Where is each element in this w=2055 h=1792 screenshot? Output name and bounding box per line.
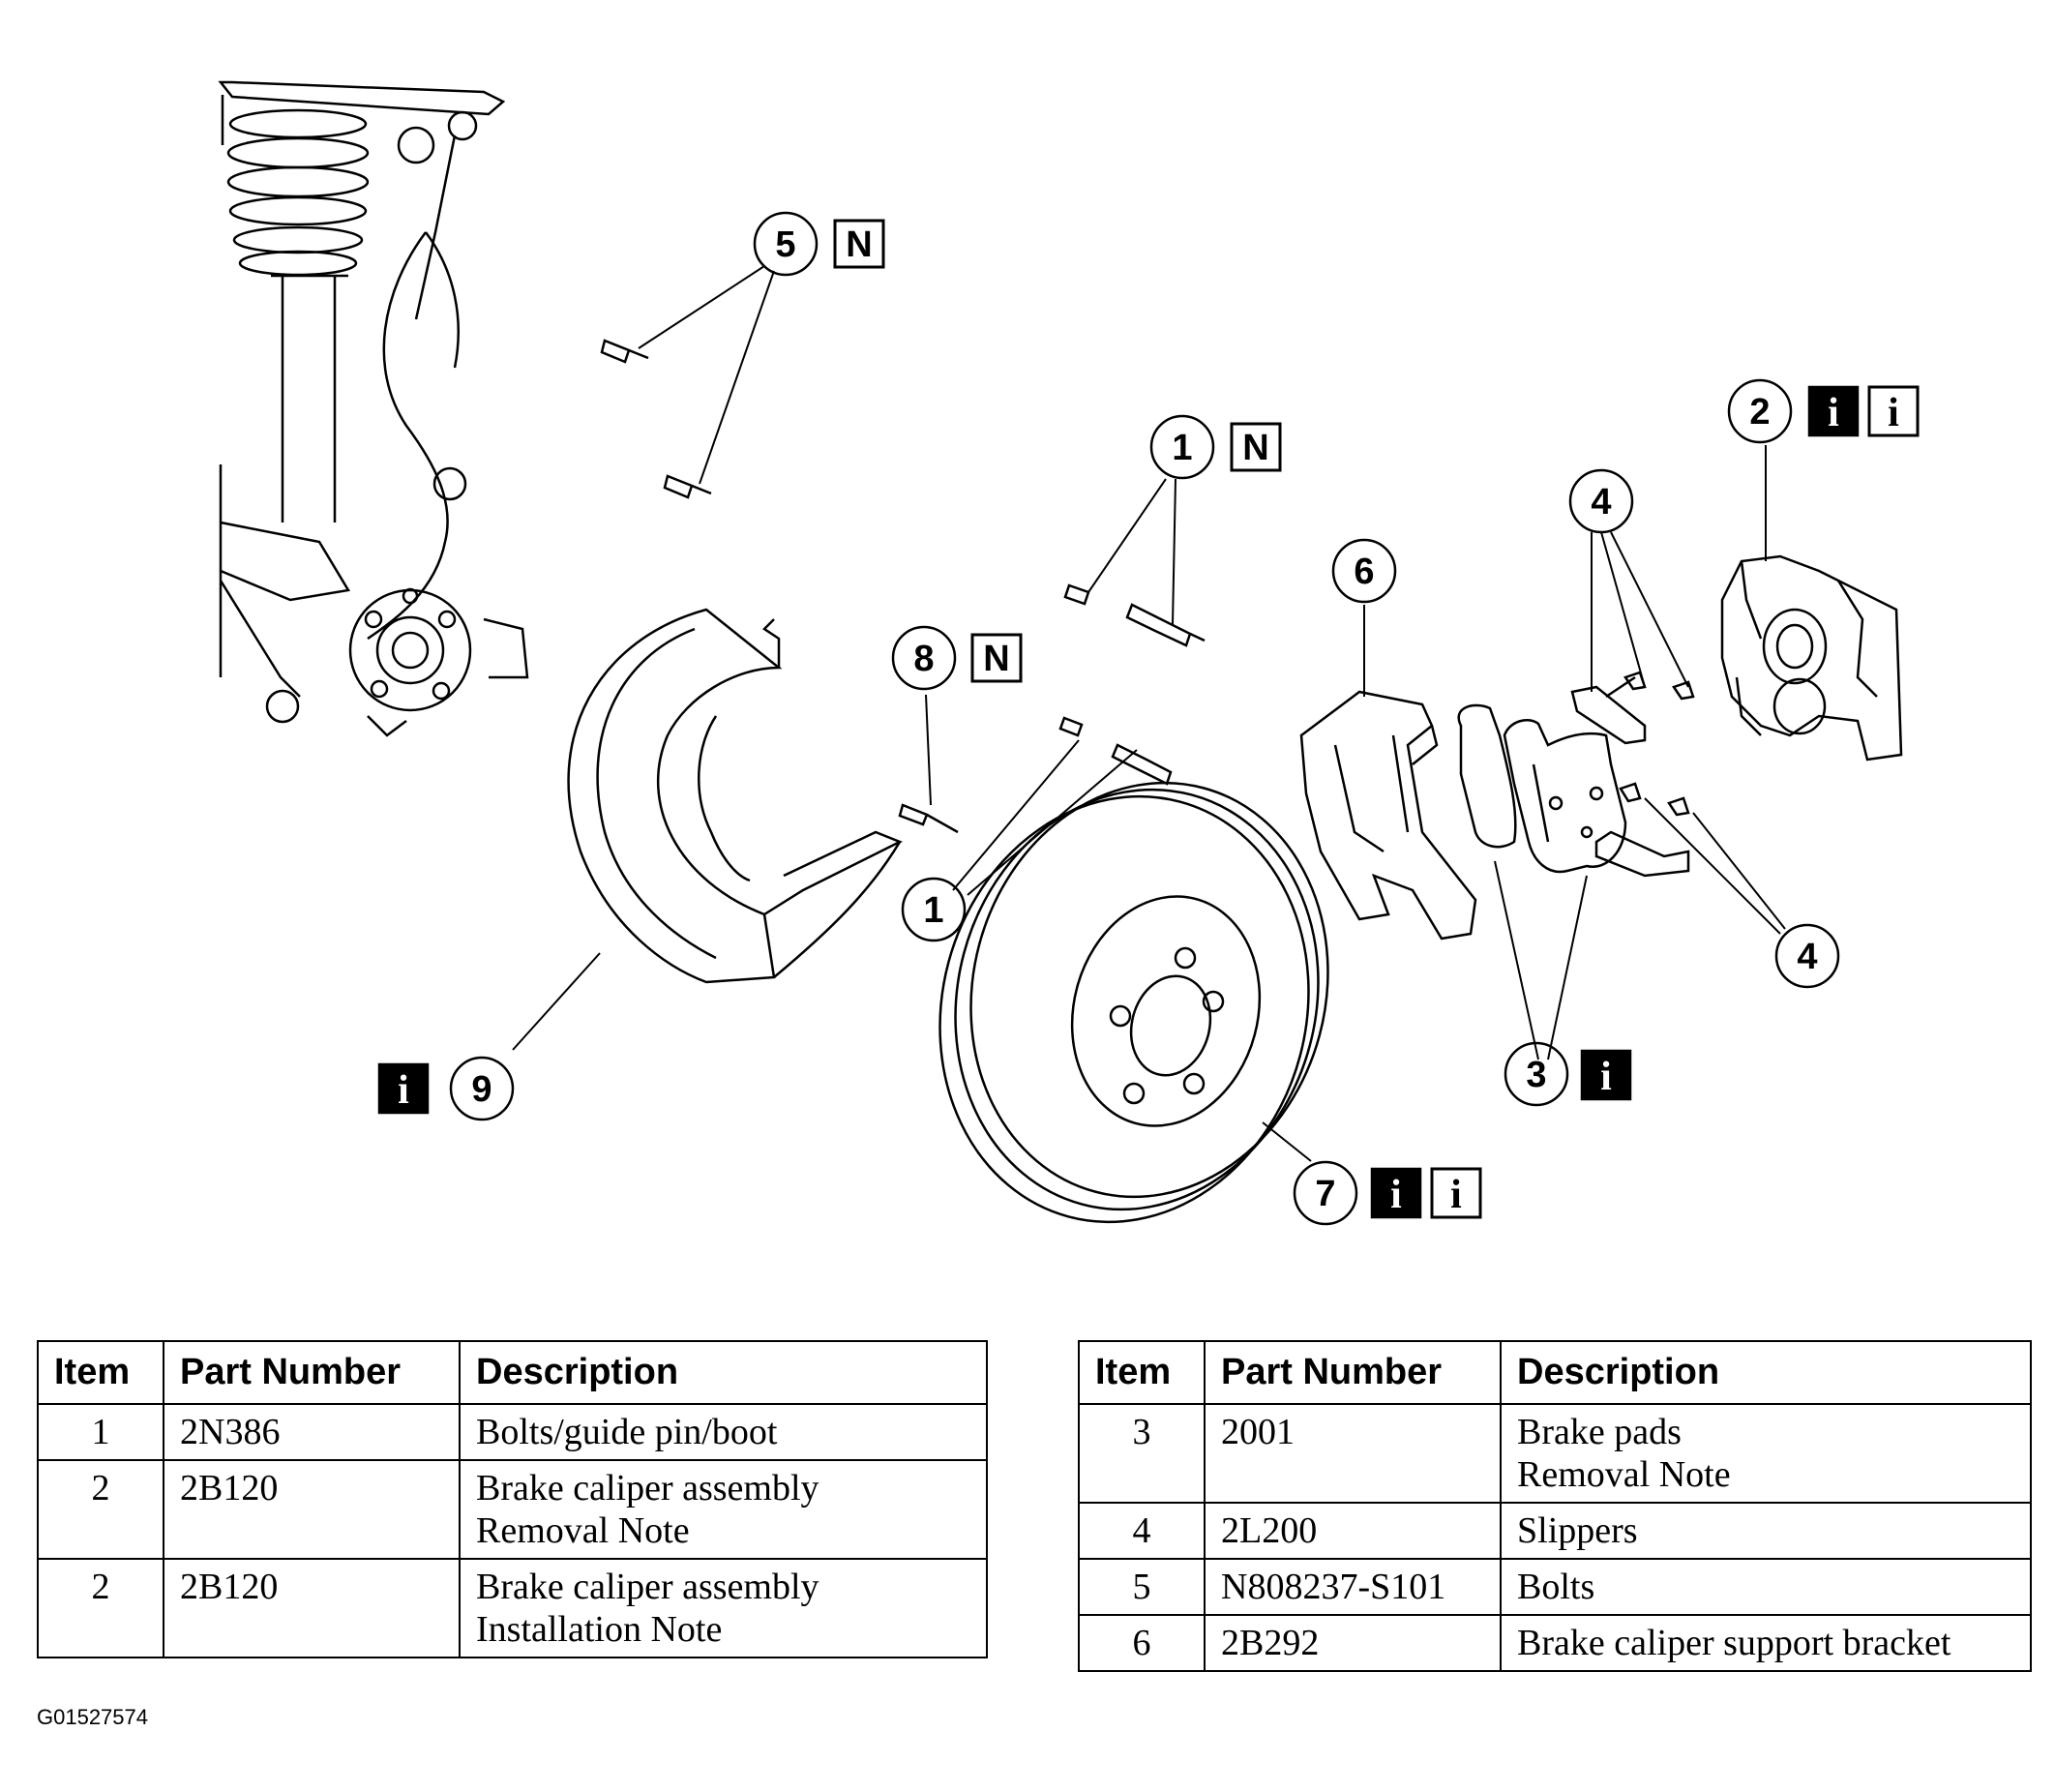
part-number-cell: 2B120 (163, 1558, 461, 1658)
removal-note-icon: i (377, 1062, 430, 1115)
table-row: 1 2N386 Bolts/guide pin/boot (37, 1403, 988, 1461)
description-line: Slippers (1517, 1510, 1638, 1551)
svg-text:i: i (1390, 1173, 1402, 1217)
installation-note-icon: i (1867, 385, 1920, 437)
item-cell: 1 (37, 1403, 164, 1461)
part-number-cell: 2B120 (163, 1459, 461, 1560)
callout-9: 9 (449, 1056, 515, 1121)
leader-lines (512, 265, 1786, 1162)
callout-4-top: 4 (1568, 468, 1634, 534)
svg-text:i: i (1828, 391, 1839, 435)
callout-1-top: 1 (1149, 414, 1215, 480)
svg-text:1: 1 (1172, 428, 1192, 468)
callout-1-mid: 1 (901, 877, 967, 942)
removal-note-icon: i (1807, 385, 1860, 437)
svg-text:1: 1 (923, 890, 943, 931)
new-part-icon: N (1230, 422, 1282, 472)
svg-text:4: 4 (1797, 937, 1817, 977)
splash-shield-illustration (567, 608, 904, 984)
svg-text:9: 9 (471, 1069, 491, 1110)
item-cell: 5 (1078, 1558, 1206, 1616)
installation-note-icon: i (1430, 1167, 1482, 1219)
svg-text:6: 6 (1354, 552, 1374, 592)
svg-text:i: i (1888, 391, 1899, 435)
callout-2: 2 (1727, 378, 1793, 444)
svg-text:7: 7 (1315, 1174, 1335, 1214)
header-item: Item (1078, 1340, 1206, 1405)
table-row: 2 2B120 Brake caliper assembly Removal N… (37, 1459, 988, 1560)
removal-note-icon: i (1580, 1049, 1632, 1101)
brake-pads-illustration (1457, 703, 1627, 874)
callout-5: 5 (753, 211, 819, 277)
header-part-number: Part Number (163, 1340, 461, 1405)
description-line: Brake caliper assembly (476, 1567, 819, 1607)
table-row: 6 2B292 Brake caliper support bracket (1078, 1614, 2032, 1672)
description-cell: Brake caliper support bracket (1500, 1614, 2032, 1672)
table-row: 4 2L200 Slippers (1078, 1502, 2032, 1560)
svg-text:N: N (983, 639, 1009, 679)
part-number-cell: 2001 (1204, 1403, 1502, 1504)
table-header-row: Item Part Number Description (37, 1340, 988, 1405)
description-cell: Brake caliper assembly Installation Note (459, 1558, 988, 1658)
svg-text:N: N (846, 224, 872, 265)
header-item: Item (37, 1340, 164, 1405)
header-description: Description (459, 1340, 988, 1405)
part-number-cell: 2L200 (1204, 1502, 1502, 1560)
item-cell: 3 (1078, 1403, 1206, 1504)
description-cell: Bolts (1500, 1558, 2032, 1616)
removal-note-icon: i (1370, 1167, 1422, 1219)
slippers-illustration (1570, 671, 1695, 878)
figure-id: G01527574 (37, 1705, 148, 1729)
description-line: Brake pads (1517, 1412, 1682, 1452)
callout-8: 8 (891, 625, 957, 691)
new-part-icon: N (970, 633, 1023, 683)
description-line: Removal Note (1517, 1454, 1731, 1495)
svg-text:2: 2 (1749, 392, 1770, 433)
svg-text:8: 8 (913, 639, 934, 679)
header-part-number: Part Number (1204, 1340, 1502, 1405)
table-header-row: Item Part Number Description (1078, 1340, 2032, 1405)
item-cell: 4 (1078, 1502, 1206, 1560)
description-cell: Brake caliper assembly Removal Note (459, 1459, 988, 1560)
header-description: Description (1500, 1340, 2032, 1405)
suspension-knuckle-illustration (218, 80, 529, 737)
svg-text:i: i (1600, 1055, 1612, 1099)
svg-text:4: 4 (1591, 482, 1611, 523)
caliper-bracket-illustration (1299, 690, 1477, 941)
svg-text:i: i (398, 1068, 409, 1113)
description-cell: Slippers (1500, 1502, 2032, 1560)
description-line: Bolts/guide pin/boot (476, 1412, 778, 1452)
svg-text:N: N (1242, 428, 1268, 468)
svg-text:i: i (1450, 1173, 1462, 1217)
description-cell: Bolts/guide pin/boot (459, 1403, 988, 1461)
description-line: Brake caliper assembly (476, 1468, 819, 1508)
table-row: 3 2001 Brake pads Removal Note (1078, 1403, 2032, 1504)
description-line: Installation Note (476, 1609, 723, 1650)
new-part-icon: N (833, 219, 885, 269)
part-number-cell: N808237-S101 (1204, 1558, 1502, 1616)
description-line: Bolts (1517, 1567, 1595, 1607)
description-line: Removal Note (476, 1510, 690, 1551)
callout-3: 3 (1504, 1041, 1569, 1107)
callout-6: 6 (1331, 538, 1397, 604)
part-number-cell: 2N386 (163, 1403, 461, 1461)
table-row: 2 2B120 Brake caliper assembly Installat… (37, 1558, 988, 1658)
table-row: 5 N808237-S101 Bolts (1078, 1558, 2032, 1616)
description-cell: Brake pads Removal Note (1500, 1403, 2032, 1504)
bolts-illustration (600, 339, 1206, 834)
item-cell: 6 (1078, 1614, 1206, 1672)
part-number-cell: 2B292 (1204, 1614, 1502, 1672)
svg-text:5: 5 (775, 224, 795, 265)
exploded-view-diagram: 5 1 2 4 6 8 1 9 (218, 80, 1920, 1226)
parts-table-right: Item Part Number Description 3 2001 Brak… (1078, 1340, 2032, 1672)
parts-table-left: Item Part Number Description 1 2N386 Bol… (37, 1340, 988, 1658)
brake-rotor-illustration (938, 781, 1329, 1224)
svg-text:3: 3 (1526, 1055, 1546, 1095)
callout-4-bottom: 4 (1774, 923, 1840, 989)
callout-7: 7 (1293, 1160, 1358, 1226)
item-cell: 2 (37, 1558, 164, 1658)
caliper-illustration (1720, 554, 1903, 762)
description-line: Brake caliper support bracket (1517, 1623, 1951, 1663)
item-cell: 2 (37, 1459, 164, 1560)
